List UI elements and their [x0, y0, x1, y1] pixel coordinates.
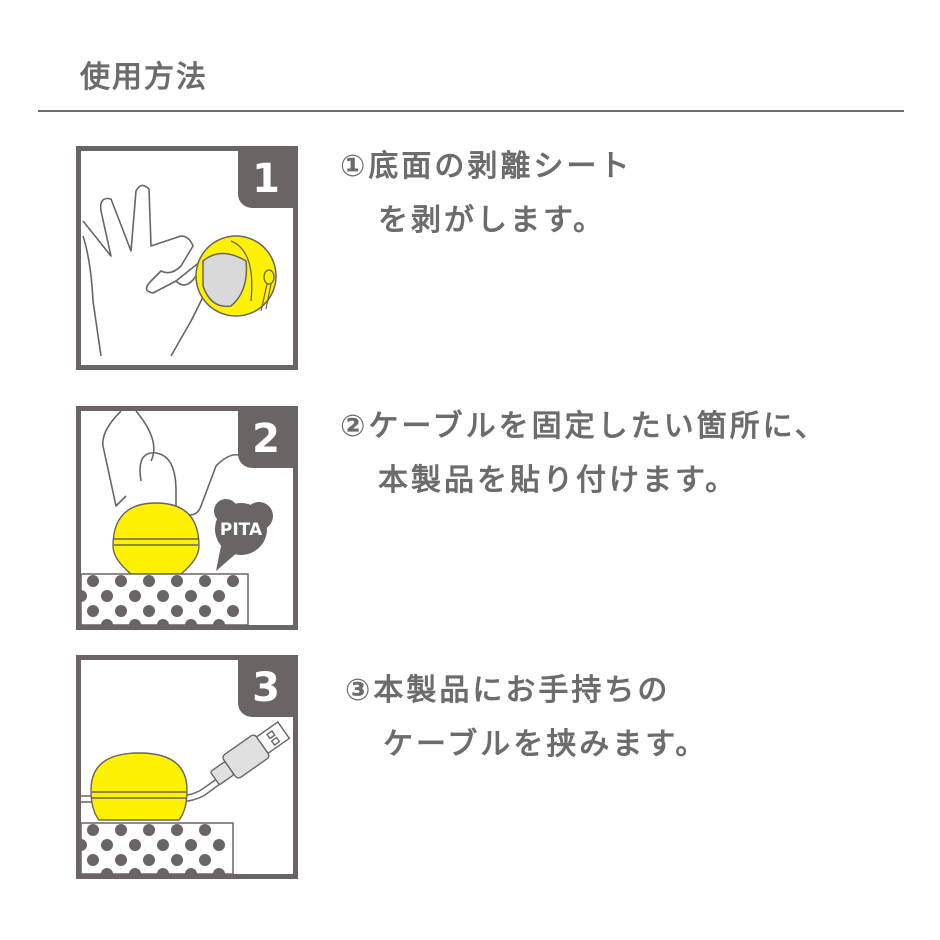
- pita-label: PITA: [220, 520, 263, 540]
- pita-speech-bubble: [214, 499, 273, 571]
- usb-cable-clip-icon: [81, 721, 291, 874]
- step-3-text: ③本製品にお手持ちの ケーブルを挟みます。: [345, 664, 708, 772]
- step-number-badge: 2: [238, 411, 293, 468]
- step-2-illustration: PITA 2: [76, 406, 298, 630]
- hand-peeling-sheet-icon: [82, 184, 277, 357]
- step-number-badge: 1: [238, 151, 293, 208]
- step-1-text: ①底面の剥離シート を剥がします。: [340, 140, 632, 248]
- step-3-line2: ケーブルを挟みます。: [383, 727, 709, 762]
- step-1-illustration: 1: [76, 146, 298, 370]
- page-title: 使用方法: [80, 60, 208, 95]
- step-2-text: ②ケーブルを固定したい箇所に、 本製品を貼り付けます。: [340, 400, 828, 508]
- step-number-badge: 3: [238, 660, 293, 717]
- step-2-line1: ②ケーブルを固定したい箇所に、: [340, 409, 828, 444]
- step-1-line2: を剥がします。: [378, 203, 606, 238]
- step-2-line2: 本製品を貼り付けます。: [378, 463, 738, 498]
- divider: [38, 110, 904, 112]
- step-3-illustration: 3: [76, 655, 298, 879]
- hand-pressing-product-icon: PITA: [81, 411, 273, 625]
- step-1-line1: ①底面の剥離シート: [340, 149, 633, 184]
- step-3-line1: ③本製品にお手持ちの: [345, 673, 671, 708]
